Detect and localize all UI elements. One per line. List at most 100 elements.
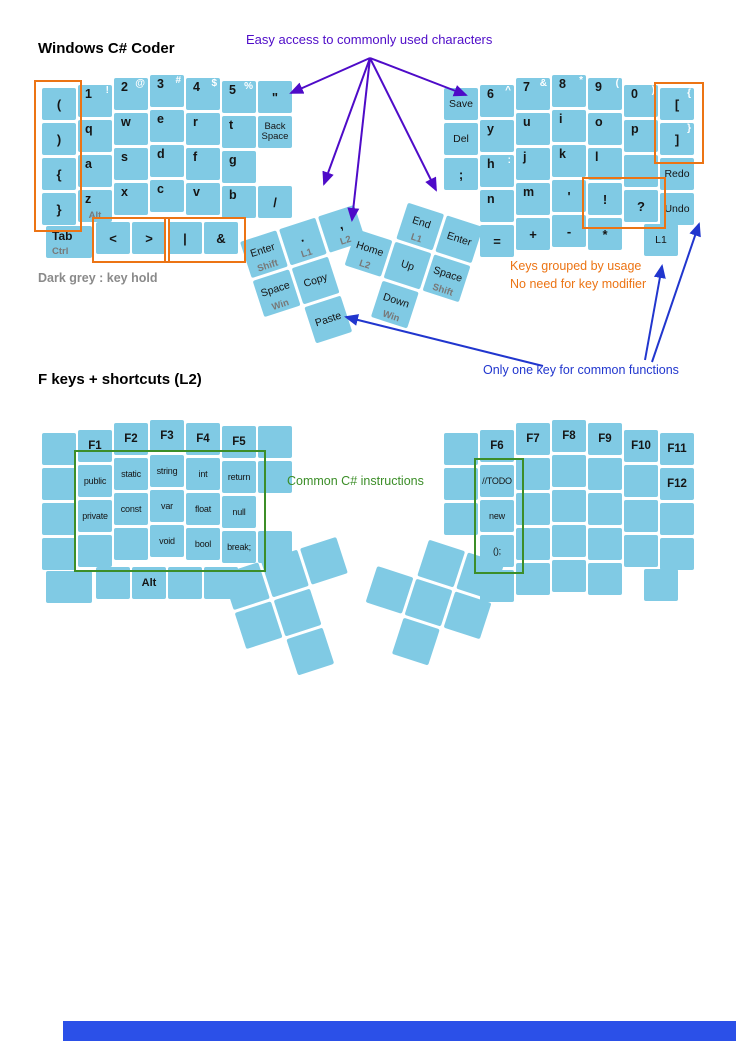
- key-v[interactable]: v: [186, 183, 220, 215]
- key-blank[interactable]: [552, 455, 586, 487]
- key-alt[interactable]: Alt: [132, 567, 166, 599]
- key-symbol[interactable]: <: [96, 222, 130, 254]
- key-1[interactable]: 1!: [78, 85, 112, 117]
- key-blank[interactable]: [42, 503, 76, 535]
- key-string[interactable]: string: [150, 455, 184, 487]
- key-symbol[interactable]: +: [516, 218, 550, 250]
- key-blank[interactable]: [42, 433, 76, 465]
- key-f4[interactable]: F4: [186, 423, 220, 455]
- key-f3[interactable]: F3: [150, 420, 184, 452]
- key-f5[interactable]: F5: [222, 426, 256, 458]
- key-f6[interactable]: F6: [480, 430, 514, 462]
- key-u[interactable]: u: [516, 113, 550, 145]
- key-0[interactable]: 0): [624, 85, 658, 117]
- key-private[interactable]: private: [78, 500, 112, 532]
- key-f9[interactable]: F9: [588, 423, 622, 455]
- key-symbol[interactable]: ': [552, 180, 586, 212]
- key-a[interactable]: a: [78, 155, 112, 187]
- key-blank[interactable]: [516, 458, 550, 490]
- key-l1[interactable]: L1: [644, 224, 678, 256]
- key-bool[interactable]: bool: [186, 528, 220, 560]
- key-symbol[interactable]: ?: [624, 190, 658, 222]
- key-e[interactable]: e: [150, 110, 184, 142]
- key-blank[interactable]: [42, 538, 76, 570]
- key-blank[interactable]: [443, 591, 492, 640]
- key-blank[interactable]: [588, 493, 622, 525]
- key-7[interactable]: 7&: [516, 78, 550, 110]
- key-blank[interactable]: [588, 563, 622, 595]
- key-g[interactable]: g: [222, 151, 256, 183]
- key-f12[interactable]: F12: [660, 468, 694, 500]
- key-int[interactable]: int: [186, 458, 220, 490]
- key-blank[interactable]: [624, 535, 658, 567]
- key-q[interactable]: q: [78, 120, 112, 152]
- key-redo[interactable]: Redo: [660, 158, 694, 190]
- key-y[interactable]: y: [480, 120, 514, 152]
- key-const[interactable]: const: [114, 493, 148, 525]
- key-blank[interactable]: [660, 503, 694, 535]
- key-del[interactable]: Del: [444, 123, 478, 155]
- key-f10[interactable]: F10: [624, 430, 658, 462]
- key-blank[interactable]: [588, 528, 622, 560]
- key-var[interactable]: var: [150, 490, 184, 522]
- key-p[interactable]: p: [624, 120, 658, 152]
- key-static[interactable]: static: [114, 458, 148, 490]
- key-public[interactable]: public: [78, 465, 112, 497]
- key-float[interactable]: float: [186, 493, 220, 525]
- key-symbol[interactable]: =: [480, 225, 514, 257]
- key-symbol[interactable]: _: [624, 155, 658, 187]
- key-k[interactable]: k: [552, 145, 586, 177]
- key-symbol[interactable]: |: [168, 222, 202, 254]
- key-blank[interactable]: [444, 433, 478, 465]
- key-new[interactable]: new: [480, 500, 514, 532]
- key-symbol[interactable]: }: [42, 193, 76, 225]
- key-blank[interactable]: [552, 525, 586, 557]
- key-blank[interactable]: [114, 528, 148, 560]
- key-blank[interactable]: [168, 567, 202, 599]
- key-symbol[interactable]: [{: [660, 88, 694, 120]
- key-blank[interactable]: [644, 569, 678, 601]
- key-save[interactable]: Save: [444, 88, 478, 120]
- key-break[interactable]: break;: [222, 531, 256, 563]
- key-blank[interactable]: [516, 493, 550, 525]
- key-symbol[interactable]: >: [132, 222, 166, 254]
- key-blank[interactable]: [660, 538, 694, 570]
- key-symbol[interactable]: *: [588, 218, 622, 250]
- key-todo[interactable]: //TODO: [480, 465, 514, 497]
- key-i[interactable]: i: [552, 110, 586, 142]
- key-blank[interactable]: [42, 468, 76, 500]
- key-symbol[interactable]: ;: [444, 158, 478, 190]
- key-4[interactable]: 4$: [186, 78, 220, 110]
- key-t[interactable]: t: [222, 116, 256, 148]
- key-3[interactable]: 3#: [150, 75, 184, 107]
- key-blank[interactable]: [258, 461, 292, 493]
- key-blank[interactable]: [391, 617, 440, 666]
- key-blank[interactable]: [299, 536, 348, 585]
- key-symbol[interactable]: &: [204, 222, 238, 254]
- key-symbol[interactable]: (: [42, 88, 76, 120]
- key-blank[interactable]: [516, 528, 550, 560]
- key-symbol[interactable]: -: [552, 215, 586, 247]
- key-return[interactable]: return: [222, 461, 256, 493]
- key-2[interactable]: 2@: [114, 78, 148, 110]
- key-blank[interactable]: [624, 500, 658, 532]
- key-n[interactable]: n: [480, 190, 514, 222]
- key-f1[interactable]: F1: [78, 430, 112, 462]
- key-undo[interactable]: Undo: [660, 193, 694, 225]
- key-blank[interactable]: [258, 426, 292, 458]
- key-m[interactable]: m: [516, 183, 550, 215]
- key-x[interactable]: x: [114, 183, 148, 215]
- key-blank[interactable]: [46, 571, 92, 603]
- key-blank[interactable]: [516, 563, 550, 595]
- key-symbol[interactable]: ]}: [660, 123, 694, 155]
- key-blank[interactable]: [444, 503, 478, 535]
- key-c[interactable]: c: [150, 180, 184, 212]
- key-o[interactable]: o: [588, 113, 622, 145]
- key-f11[interactable]: F11: [660, 433, 694, 465]
- key-8[interactable]: 8*: [552, 75, 586, 107]
- key-d[interactable]: d: [150, 145, 184, 177]
